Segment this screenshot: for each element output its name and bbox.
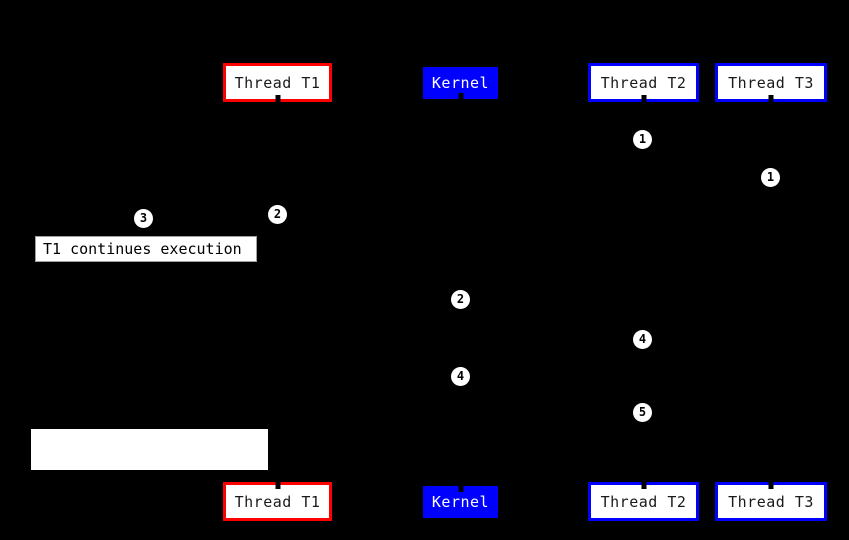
actor-label-thread-t3: Thread T3 (728, 492, 814, 511)
actor-label-kernel: Kernel (431, 74, 490, 92)
actor-box-thread-t2-bottom: Thread T2 (588, 481, 699, 521)
lifeline-notch (275, 95, 280, 103)
lifeline-notch (641, 481, 646, 489)
lifeline-notch (768, 481, 774, 489)
actor-box-thread-t2-top: Thread T2 (588, 63, 699, 103)
actor-box-kernel-top: Kernel (423, 67, 498, 101)
lifeline-notch (458, 484, 463, 492)
step-badge-1: 1 (633, 130, 652, 149)
actor-label-thread-t2: Thread T2 (600, 492, 687, 511)
step-badge-4: 4 (633, 330, 652, 349)
lifeline-notch (641, 95, 646, 103)
lifeline-notch (768, 95, 774, 103)
step-badge-3: 3 (134, 209, 153, 228)
actor-box-thread-t3-top: Thread T3 (715, 63, 827, 103)
lifeline-notch (275, 481, 280, 489)
note-t1-continues: T1 continues execution (35, 236, 257, 262)
actor-box-kernel-bottom: Kernel (423, 484, 498, 518)
actor-label-thread-t2: Thread T2 (600, 73, 687, 92)
actor-label-thread-t3: Thread T3 (728, 73, 814, 92)
actor-box-thread-t3-bottom: Thread T3 (715, 481, 827, 521)
step-badge-2: 2 (268, 205, 287, 224)
step-badge-1b: 1 (761, 168, 780, 187)
lifeline-notch (458, 93, 463, 101)
actor-box-thread-t1-bottom: Thread T1 (223, 481, 332, 521)
step-badge-5: 5 (633, 403, 652, 422)
step-badge-4b: 4 (451, 367, 470, 386)
step-badge-2b: 2 (451, 290, 470, 309)
actor-label-thread-t1: Thread T1 (234, 73, 321, 92)
actor-box-thread-t1-top: Thread T1 (223, 63, 332, 103)
blank-note-box (31, 429, 268, 470)
actor-label-thread-t1: Thread T1 (234, 492, 321, 511)
actor-label-kernel: Kernel (431, 493, 490, 511)
